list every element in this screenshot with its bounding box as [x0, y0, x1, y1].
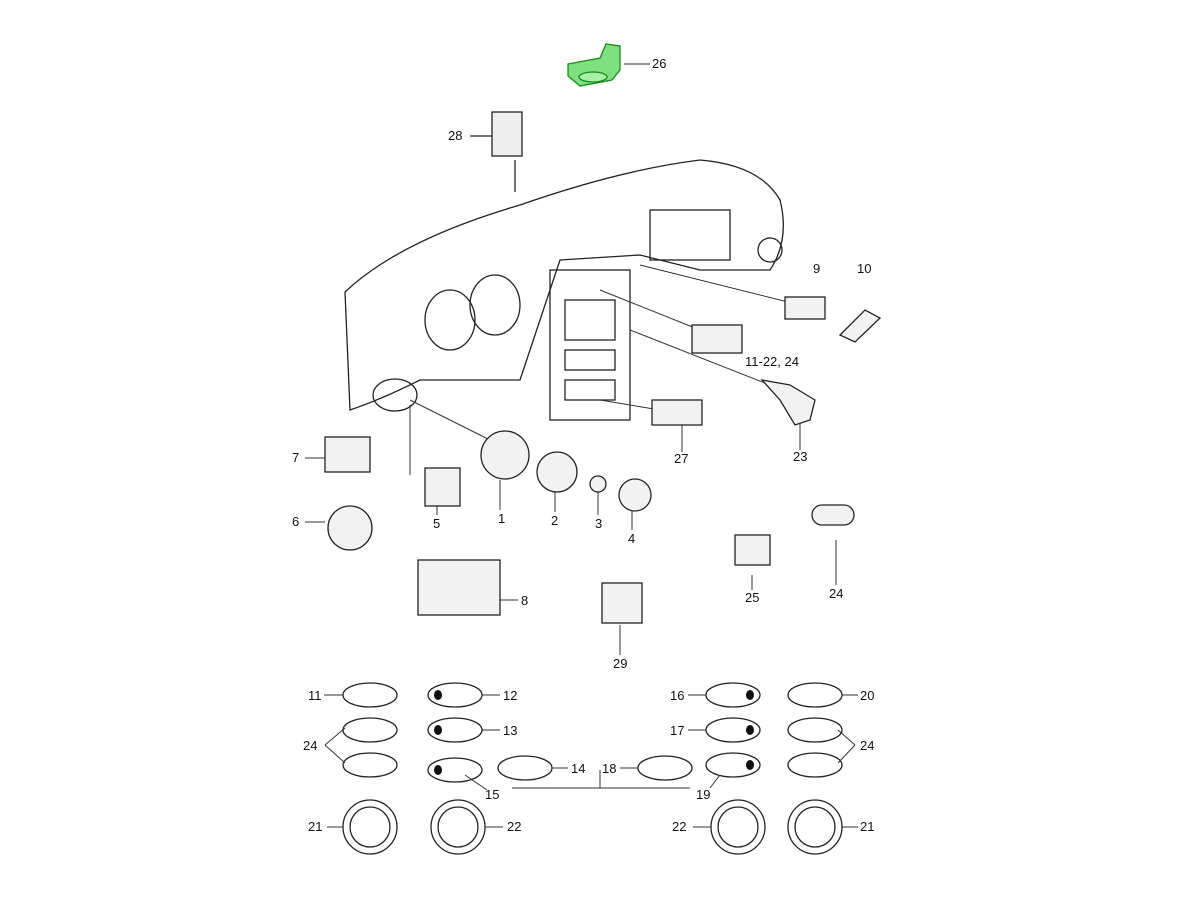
- label-7: 7: [292, 450, 300, 465]
- label-10: 10: [857, 261, 872, 276]
- part-4: [618, 478, 652, 512]
- label-6: 6: [292, 514, 300, 529]
- label-8: 8: [521, 593, 529, 608]
- part-7: [324, 436, 371, 473]
- label-21-left: 21: [308, 819, 323, 834]
- label-5: 5: [433, 516, 441, 531]
- label-22-left: 22: [507, 819, 522, 834]
- label-11-22-24: 11-22, 24: [745, 354, 799, 369]
- part-24: [811, 504, 855, 526]
- label-24-left: 24: [303, 738, 318, 753]
- label-20: 20: [860, 688, 875, 703]
- label-16: 16: [670, 688, 685, 703]
- label-3: 3: [595, 516, 603, 531]
- label-13: 13: [503, 723, 518, 738]
- part-25: [734, 534, 771, 566]
- label-24-right: 24: [860, 738, 875, 753]
- switch-caps: [342, 682, 843, 855]
- label-25: 25: [745, 590, 760, 605]
- cap-dots: [434, 690, 754, 775]
- part-6: [327, 505, 373, 551]
- part-3: [589, 475, 607, 493]
- label-27: 27: [674, 451, 689, 466]
- label-26: 26: [652, 56, 667, 71]
- label-15: 15: [485, 787, 500, 802]
- label-21-right: 21: [860, 819, 875, 834]
- label-17: 17: [670, 723, 685, 738]
- part-23: [760, 379, 816, 426]
- part-27: [651, 399, 703, 426]
- label-29: 29: [613, 656, 628, 671]
- label-19: 19: [696, 787, 711, 802]
- label-22-right: 22: [672, 819, 687, 834]
- cap-leaders: [324, 694, 858, 828]
- label-23: 23: [793, 449, 808, 464]
- label-1: 1: [498, 511, 506, 526]
- part-9: [784, 296, 826, 320]
- part-2: [536, 451, 578, 493]
- part-8: [417, 559, 501, 616]
- part-28[interactable]: [470, 111, 523, 192]
- label-4: 4: [628, 531, 636, 546]
- part-29: [601, 582, 643, 624]
- label-2: 2: [551, 513, 559, 528]
- label-9: 9: [813, 261, 821, 276]
- leader-lines: [305, 264, 837, 789]
- label-11: 11: [308, 688, 322, 703]
- dashboard: [344, 159, 784, 421]
- part-5: [424, 467, 461, 507]
- label-24: 24: [829, 586, 844, 601]
- label-28: 28: [448, 128, 463, 143]
- parts-row: [324, 296, 882, 624]
- label-18: 18: [602, 761, 617, 776]
- part-26-highlighted[interactable]: [567, 43, 650, 87]
- part-1: [480, 430, 530, 480]
- part-10: [838, 309, 882, 343]
- part-11-22-24: [691, 324, 743, 354]
- label-14: 14: [571, 761, 586, 776]
- label-12: 12: [503, 688, 518, 703]
